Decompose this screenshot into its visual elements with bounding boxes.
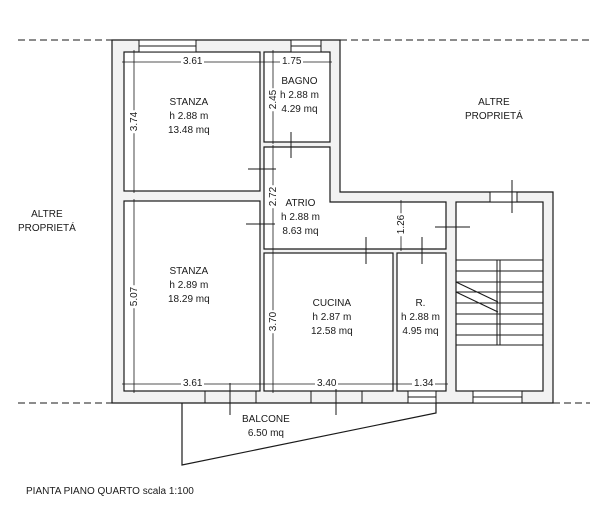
room-area: 4.95 mq <box>402 326 439 337</box>
room-area: 6.50 mq <box>247 428 284 439</box>
room-height: h 2.89 m <box>169 280 209 291</box>
balcony-doors <box>204 391 363 403</box>
neighbor-left-line1: ALTRE <box>31 209 63 220</box>
room-height: h 2.88 m <box>280 90 319 101</box>
room-area: 4.29 mq <box>281 104 318 115</box>
room-label-stanza-1: STANZA h 2.88 m 13.48 mq <box>168 96 210 138</box>
room-height: h 2.87 m <box>312 312 352 323</box>
windows <box>138 39 523 404</box>
neighbor-left-line2: PROPRIETÁ <box>18 223 76 234</box>
room-name: STANZA <box>169 97 209 108</box>
dim-stanza1-width: 3.61 <box>181 56 205 67</box>
room-name: R. <box>415 298 426 309</box>
dim-cucina-depth: 3.70 <box>268 309 280 334</box>
room-label-ripostiglio: R. h 2.88 m 4.95 mq <box>401 297 440 339</box>
neighbor-label-right: ALTRE PROPRIETÁ <box>465 96 523 124</box>
room-area: 13.48 mq <box>168 125 210 136</box>
room-height: h 2.88 m <box>401 312 440 323</box>
dim-bagno-width: 1.75 <box>280 56 304 67</box>
dim-atrio-depth: 2.72 <box>268 184 280 209</box>
room-height: h 2.88 m <box>281 212 320 223</box>
balcony-outline <box>181 403 437 466</box>
room-label-stanza-2: STANZA h 2.89 m 18.29 mq <box>168 265 210 307</box>
room-area: 18.29 mq <box>168 294 210 305</box>
room-name: BAGNO <box>281 76 318 87</box>
room-height: h 2.88 m <box>169 111 209 122</box>
room-label-balcone: BALCONE 6.50 mq <box>242 413 290 441</box>
room-name: STANZA <box>169 266 209 277</box>
staircase <box>455 259 543 346</box>
room-name: BALCONE <box>242 414 290 425</box>
room-name: ATRIO <box>285 198 316 209</box>
dim-stanza2-depth: 5.07 <box>129 284 141 309</box>
dim-bagno-depth: 2.45 <box>268 87 280 112</box>
room-label-cucina: CUCINA h 2.87 m 12.58 mq <box>311 297 353 339</box>
room-area: 8.63 mq <box>282 226 319 237</box>
dim-atrio-corridor: 1.26 <box>396 212 408 237</box>
room-ripostiglio <box>396 252 447 392</box>
room-cucina <box>263 252 394 392</box>
room-area: 12.58 mq <box>311 326 353 337</box>
room-stanza-2 <box>123 200 261 392</box>
drawing-caption: PIANTA PIANO QUARTO scala 1:100 <box>26 486 194 497</box>
dim-stanza1-depth: 3.74 <box>129 109 141 134</box>
neighbor-right-line2: PROPRIETÁ <box>465 111 523 122</box>
room-label-bagno: BAGNO h 2.88 m 4.29 mq <box>280 75 319 117</box>
room-name: CUCINA <box>312 298 352 309</box>
neighbor-right-line1: ALTRE <box>478 97 510 108</box>
dim-cucina-width: 3.40 <box>315 378 339 389</box>
room-stanza-1 <box>123 51 261 192</box>
dim-ripostiglio-width: 1.34 <box>412 378 436 389</box>
room-label-atrio: ATRIO h 2.88 m 8.63 mq <box>281 197 320 239</box>
neighbor-label-left: ALTRE PROPRIETÁ <box>18 208 76 236</box>
dim-stanza2-width: 3.61 <box>181 378 205 389</box>
